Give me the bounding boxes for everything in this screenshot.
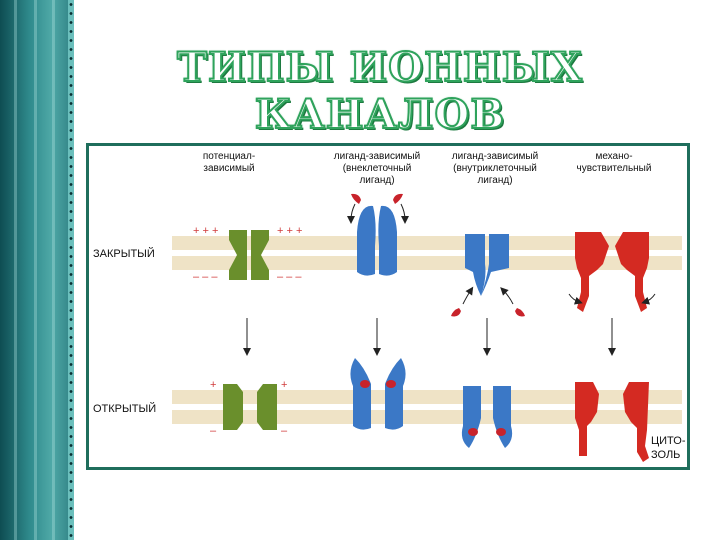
header-line: (внеклеточный (343, 163, 412, 174)
ligand-gated-extracellular-closed (347, 193, 409, 276)
ligand-gated-intracellular-open (461, 386, 513, 448)
voltage-gated-channel-open (223, 384, 277, 430)
header-line: (внутриклеточный (453, 163, 537, 174)
header-line: зависимый (203, 163, 254, 174)
ligand-molecule (515, 308, 525, 317)
row-label-open: ОТКРЫТЫЙ (93, 402, 156, 415)
header-line: чувствительный (577, 163, 652, 174)
charge-plus-right: + + + (277, 225, 302, 237)
row-label-closed: ЗАКРЫТЫЙ (93, 247, 155, 260)
ligand-molecule (451, 308, 461, 317)
header-line: механо- (595, 151, 632, 162)
membrane-open-outer-layer (172, 390, 682, 404)
column-header-mechanosensitive: механо- чувствительный (577, 151, 652, 174)
charge-plus-open-right: + (281, 379, 287, 391)
ligand-molecule (386, 380, 396, 388)
ligand-gated-intracellular-closed (451, 234, 525, 317)
sidebar-dotted-edge (68, 0, 74, 540)
membrane-open-inner-layer (172, 410, 682, 424)
decorative-sidebar (0, 0, 74, 540)
header-line: лиганд) (477, 175, 512, 186)
mechanosensitive-channel-open (575, 382, 649, 462)
column-header-ligand-intracellular: лиганд-зависимый (внутриклеточный лиганд… (452, 151, 538, 186)
slide-title: ТИПЫ ИОННЫХ КАНАЛОВ (176, 43, 583, 139)
membrane-closed-outer-layer (172, 236, 682, 250)
sidebar-stripe (52, 0, 55, 540)
voltage-gated-channel-closed (229, 230, 269, 280)
header-line: лиганд-зависимый (334, 151, 420, 162)
membrane-closed-inner-layer (172, 256, 682, 270)
ligand-molecule (468, 428, 478, 436)
charge-plus-open-left: + (210, 379, 216, 391)
ligand-molecule (360, 380, 370, 388)
header-line: лиганд-зависимый (452, 151, 538, 162)
header-line: лиганд) (359, 175, 394, 186)
ligand-molecule (393, 193, 403, 204)
column-header-voltage-gated: потенциал- зависимый (203, 151, 255, 174)
charge-minus-open-left: – (210, 425, 217, 437)
header-line: потенциал- (203, 151, 255, 162)
sidebar-stripe (14, 0, 17, 540)
ligand-molecule (351, 193, 361, 204)
cytosol-label-line2: ЗОЛЬ (651, 449, 680, 461)
mechanosensitive-channel-closed (568, 232, 656, 312)
charge-minus-left: – – – (193, 271, 218, 283)
column-header-ligand-extracellular: лиганд-зависимый (внеклеточный лиганд) (334, 151, 420, 186)
charge-plus-left: + + + (193, 225, 218, 237)
cytosol-label-line1: ЦИТО- (651, 435, 686, 447)
ion-channels-diagram: потенциал- зависимый лиганд-зависимый (в… (93, 151, 686, 462)
ligand-molecule (496, 428, 506, 436)
ligand-gated-extracellular-open (350, 358, 406, 430)
charge-minus-right: – – – (277, 271, 302, 283)
charge-minus-open-right: – (281, 425, 288, 437)
diagram-frame: потенциал- зависимый лиганд-зависимый (в… (86, 143, 690, 470)
sidebar-stripe (34, 0, 37, 540)
